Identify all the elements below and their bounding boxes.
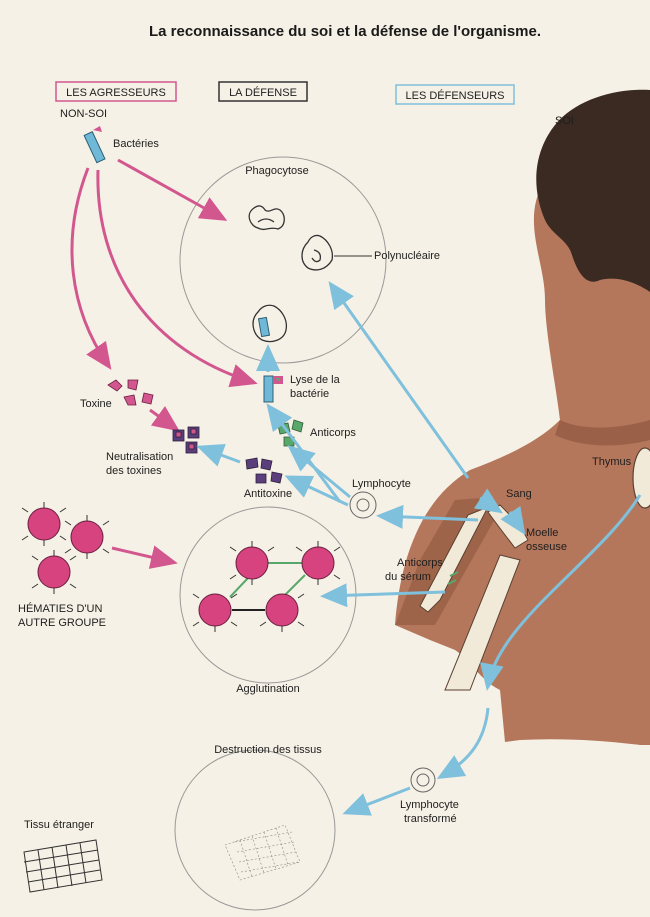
bacteries-label: Bactéries	[113, 138, 159, 150]
bacterie-icon	[84, 126, 105, 163]
lyse-bacterie-icon	[264, 376, 283, 402]
tissu-etranger-icon	[24, 840, 102, 892]
agresseur-arrows	[72, 160, 252, 562]
diagram-title: La reconnaissance du soi et la défense d…	[149, 23, 541, 40]
hematies-label-2: AUTRE GROUPE	[18, 617, 106, 629]
agglutination-label: Agglutination	[236, 683, 300, 695]
moelle-label-1: Moelle	[526, 527, 558, 539]
header-defense-label: LA DÉFENSE	[229, 86, 297, 99]
lymphocyte-label: Lymphocyte	[352, 478, 411, 490]
neutralisation-label-2: des toxines	[106, 465, 162, 477]
antitoxine-icons	[246, 458, 282, 483]
anticorps-serum-label-1: Anticorps	[397, 557, 443, 569]
lyse-label-2: bactérie	[290, 388, 329, 400]
header-defense: LA DÉFENSE	[219, 82, 307, 101]
hematies-group	[22, 502, 109, 594]
polynucleaire-label: Polynucléaire	[374, 250, 440, 262]
anticorps-label: Anticorps	[310, 427, 356, 439]
destruction-circle	[175, 750, 335, 910]
antitoxine-label: Antitoxine	[244, 488, 292, 500]
moelle-label-2: osseuse	[526, 541, 567, 553]
neutralisation-icons	[173, 427, 199, 453]
hematie-icon	[230, 541, 274, 585]
tissu-etranger-label: Tissu étranger	[24, 819, 94, 831]
human-silhouette	[395, 90, 650, 745]
phagocytose-label: Phagocytose	[245, 165, 309, 177]
toxine-icons	[108, 380, 153, 405]
hematie-icon	[260, 594, 304, 632]
hematie-icon	[22, 502, 66, 546]
lymphocyte-transforme-label-1: Lymphocyte	[400, 799, 459, 811]
lymphocyte-transforme-icon	[411, 768, 435, 792]
hematie-icon	[32, 550, 76, 594]
polynucleaire-cells	[249, 206, 332, 342]
lyse-label-1: Lyse de la	[290, 374, 341, 386]
hematies-label-1: HÉMATIES D'UN	[18, 602, 102, 615]
lymphocyte-icon	[350, 492, 376, 518]
toxine-label: Toxine	[80, 398, 112, 410]
anticorps-serum-label-2: du sérum	[385, 571, 431, 583]
header-defenseurs: LES DÉFENSEURS	[396, 85, 514, 104]
agglutination-cells	[193, 541, 340, 632]
hematie-icon	[193, 594, 237, 632]
thymus-label: Thymus	[592, 456, 632, 468]
soi-label: SOI	[555, 115, 574, 127]
phagocytose-circle	[180, 157, 386, 363]
header-agresseurs-label: LES AGRESSEURS	[66, 87, 166, 99]
sang-label: Sang	[506, 488, 532, 500]
header-defenseurs-label: LES DÉFENSEURS	[405, 89, 504, 102]
neutralisation-label-1: Neutralisation	[106, 451, 173, 463]
header-agresseurs: LES AGRESSEURS	[56, 82, 176, 101]
hematie-icon	[65, 515, 109, 559]
damaged-tissue-icon	[225, 825, 300, 880]
non-soi-label: NON-SOI	[60, 108, 107, 120]
destruction-label: Destruction des tissus	[214, 744, 322, 756]
lymphocyte-transforme-label-2: transformé	[404, 813, 457, 825]
